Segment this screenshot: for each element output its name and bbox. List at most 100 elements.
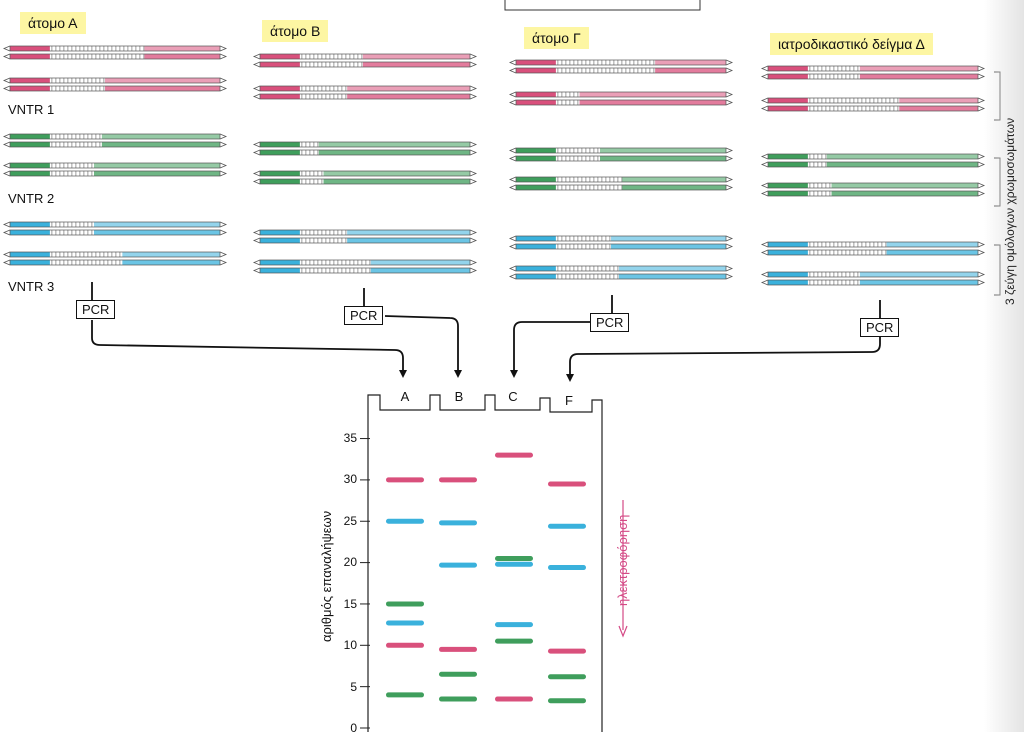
gel-band <box>386 620 424 626</box>
chromosome-strand <box>508 273 734 280</box>
flank-left <box>768 242 808 247</box>
flank-left <box>768 154 808 159</box>
repeat-region <box>555 244 612 249</box>
pcr-connector <box>569 300 881 376</box>
strand-body <box>768 154 978 159</box>
chromosome-strand <box>2 162 228 169</box>
chromosome-strand <box>508 155 734 162</box>
strand-body <box>768 191 978 196</box>
strand-end <box>252 178 261 185</box>
strand-outline <box>515 91 727 98</box>
strand-end <box>219 221 228 228</box>
repeat-region <box>807 183 832 188</box>
chromosome-strand <box>252 93 478 100</box>
strand-body <box>260 86 470 91</box>
repeat-region <box>49 54 145 59</box>
gel-band <box>439 671 477 677</box>
strand-outline <box>515 59 727 66</box>
repeat-region <box>299 179 324 184</box>
chromosome-strand <box>760 105 986 112</box>
pcr-box-a: PCR <box>76 300 116 319</box>
strand-end <box>469 141 478 148</box>
y-tick-label: 25 <box>343 514 357 528</box>
chromosome-strand <box>2 259 228 266</box>
vntr3-label: VNTR 3 <box>8 279 55 294</box>
chromosome-strand <box>508 147 734 154</box>
strand-outline <box>515 147 727 154</box>
strand-body <box>260 54 470 59</box>
strand-end <box>252 53 261 60</box>
strand-end <box>469 229 478 236</box>
strand-outline <box>9 45 221 52</box>
strand-end <box>2 53 11 60</box>
gel-band <box>439 562 477 568</box>
strand-end <box>725 67 734 74</box>
flank-left <box>516 156 556 161</box>
strand-end <box>508 59 517 66</box>
strand-outline <box>259 149 471 156</box>
strand-end <box>469 93 478 100</box>
chromosome-strand <box>508 243 734 250</box>
strand-outline <box>515 67 727 74</box>
repeat-region <box>807 250 887 255</box>
chromosome-strand <box>760 73 986 80</box>
strand-outline <box>9 133 221 140</box>
y-tick-label: 10 <box>343 638 357 652</box>
flank-left <box>260 54 300 59</box>
strand-end <box>508 155 517 162</box>
repeat-region <box>299 238 348 243</box>
pcr-box-b: PCR <box>344 306 384 325</box>
repeat-region <box>555 185 623 190</box>
strand-end <box>219 229 228 236</box>
electrophoresis-label: ηλεκτροφόρηση <box>615 514 630 606</box>
flank-left <box>516 274 556 279</box>
flank-left <box>10 54 50 59</box>
strand-end <box>469 85 478 92</box>
flank-left <box>260 86 300 91</box>
strand-end <box>252 259 261 266</box>
strand-outline <box>259 237 471 244</box>
flank-left <box>768 74 808 79</box>
flank-left <box>260 142 300 147</box>
strand-end <box>2 162 11 169</box>
strand-body <box>768 272 978 277</box>
gel-band <box>495 452 533 458</box>
strand-body <box>260 171 470 176</box>
strand-end <box>725 243 734 250</box>
repeat-region <box>299 94 348 99</box>
strand-end <box>725 265 734 272</box>
pcr-connector <box>513 295 613 372</box>
gel-band <box>495 696 533 702</box>
repeat-region <box>555 60 656 65</box>
strand-outline <box>767 161 979 168</box>
chromosome-strand <box>760 190 986 197</box>
strand-body <box>768 74 978 79</box>
chromosome-strand <box>760 97 986 104</box>
strand-body <box>768 162 978 167</box>
strand-end <box>252 170 261 177</box>
strand-body <box>10 222 220 227</box>
strand-outline <box>767 73 979 80</box>
repeat-region <box>49 252 123 257</box>
individual-c-label: άτομο Γ <box>524 27 589 49</box>
chromosome-strand <box>760 249 986 256</box>
strand-end <box>469 267 478 274</box>
flank-left <box>10 142 50 147</box>
flank-left <box>768 272 808 277</box>
repeat-region <box>807 154 827 159</box>
gel-band <box>548 523 586 529</box>
chromosome-strand <box>760 65 986 72</box>
strand-outline <box>515 235 727 242</box>
strand-outline <box>767 271 979 278</box>
chromosome-strand <box>2 221 228 228</box>
strand-body <box>516 156 726 161</box>
forensic-sample-d-label: ιατροδικαστικό δείγμα Δ <box>770 33 933 55</box>
strand-end <box>2 45 11 52</box>
strand-end <box>2 251 11 258</box>
chromosome-strand <box>508 59 734 66</box>
strand-outline <box>515 155 727 162</box>
gel-band <box>548 698 586 704</box>
strand-outline <box>9 170 221 177</box>
strand-end <box>252 61 261 68</box>
strand-body <box>516 236 726 241</box>
